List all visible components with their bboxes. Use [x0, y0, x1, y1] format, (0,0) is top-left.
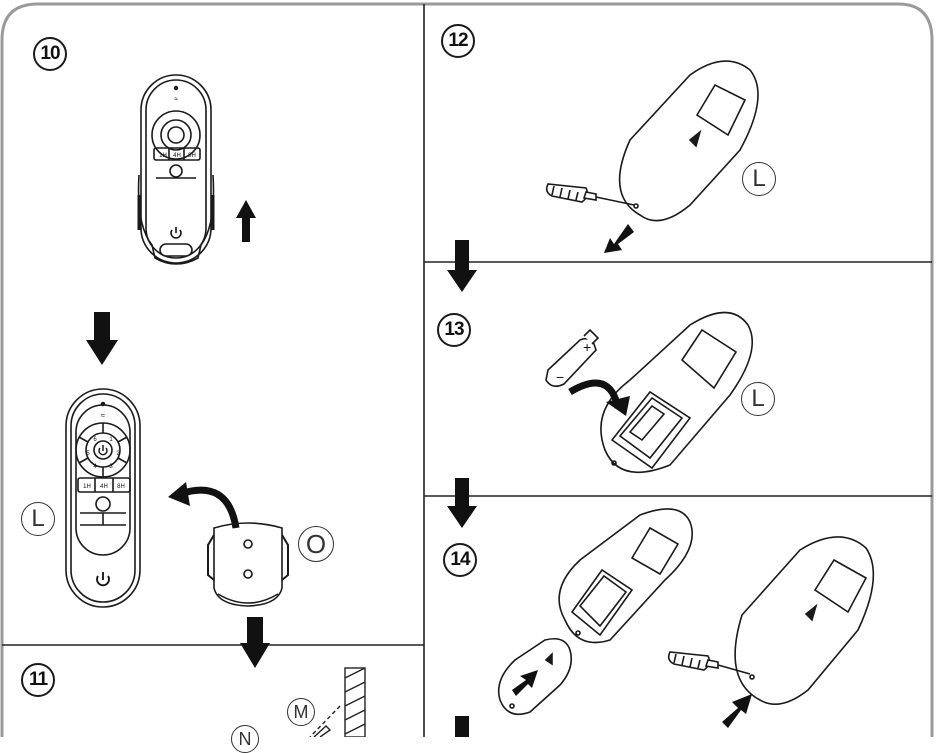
btn-1h: 1H: [83, 484, 91, 490]
svg-text:6: 6: [93, 437, 97, 443]
step-number-12: 12: [441, 24, 475, 58]
btn-4h: 4H: [100, 484, 108, 490]
arrow-down-icon-2: [240, 617, 270, 668]
battery-cover: [497, 637, 573, 716]
step-number-13: 13: [437, 313, 471, 347]
remote-open-13: [600, 311, 754, 473]
curved-arrow-icon: [178, 486, 240, 529]
power-icon-center: [98, 445, 108, 456]
svg-text:≈: ≈: [101, 411, 106, 420]
part-label-n: N: [231, 725, 259, 753]
remote-large: [65, 388, 141, 608]
part-label-o: O: [298, 526, 334, 562]
power-icon: [170, 227, 182, 239]
remote-back-12: [618, 60, 759, 222]
arrow-down-icon: [86, 312, 118, 365]
arrow-down-icon-4: [447, 478, 477, 528]
svg-text:2: 2: [116, 451, 120, 457]
svg-text:5: 5: [86, 451, 90, 457]
arrow-down-icon-3: [447, 240, 477, 292]
btn-8h: 8H: [117, 484, 125, 490]
btn-1h-small: 1H: [159, 153, 167, 159]
step-number-10: 10: [33, 37, 67, 71]
battery-minus: −: [556, 369, 564, 385]
part-label-l-10: L: [21, 502, 55, 536]
arrow-down-icon-5: [455, 716, 469, 737]
part-label-l-13: L: [741, 382, 775, 416]
btn-8h-small: 8H: [188, 153, 196, 159]
battery-icon: [545, 328, 600, 388]
wall-holder: [207, 522, 289, 607]
svg-text:≈: ≈: [174, 96, 178, 103]
arrow-diagonal-icon: [604, 224, 634, 253]
step-number-14: 14: [443, 543, 477, 577]
battery-plus: +: [583, 339, 591, 355]
illustration-canvas: ≈ 1H 4H 8H ≈ 1H 4H 8H 1 2: [0, 2, 934, 738]
svg-text:4: 4: [93, 464, 97, 470]
remote-small: [137, 74, 215, 265]
remote-back-14: [734, 536, 875, 706]
arrow-up-icon: [236, 200, 256, 242]
power-icon-large: [96, 572, 110, 587]
btn-4h-small: 4H: [173, 153, 181, 159]
wall-section: [309, 667, 366, 738]
screw-icon: [313, 725, 332, 738]
arrow-up-diag-icon: [512, 670, 538, 696]
part-label-m: M: [287, 698, 315, 726]
arrow-up-diag-icon-2: [722, 694, 752, 728]
screwdriver-icon-14: [667, 651, 751, 675]
step-number-11: 11: [21, 663, 55, 697]
screwdriver-icon: [545, 183, 635, 206]
outer-frame: [0, 2, 934, 737]
svg-text:3: 3: [109, 464, 113, 470]
remote-open-14: [558, 508, 694, 644]
part-label-l-12: L: [742, 162, 776, 196]
svg-text:1: 1: [109, 437, 113, 443]
